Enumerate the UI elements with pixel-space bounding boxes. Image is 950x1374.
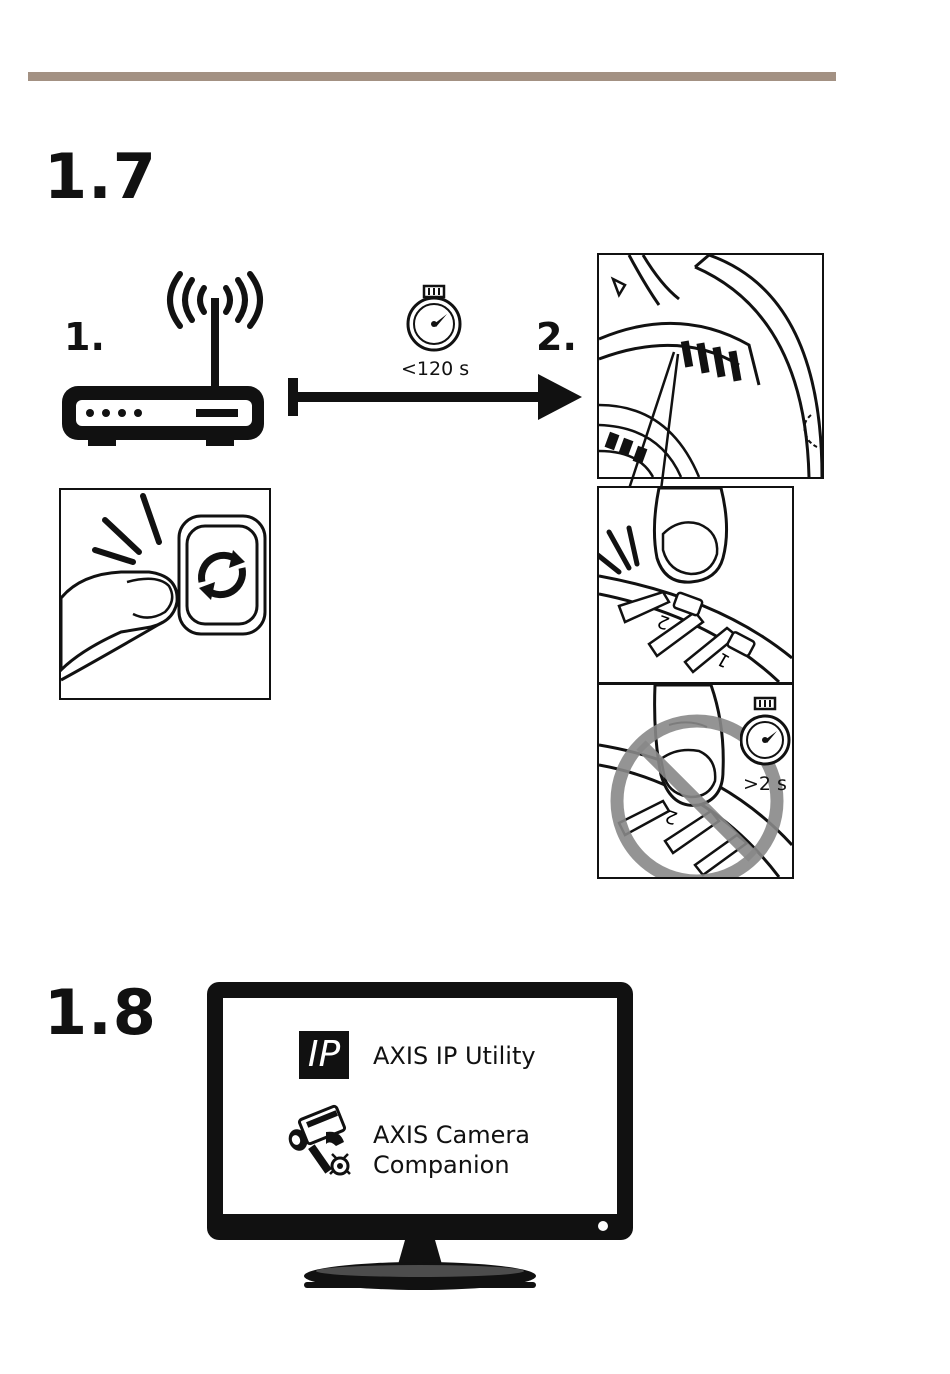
stopwatch-icon [403,284,465,354]
top-divider [28,72,836,81]
camera-companion-icon[interactable] [282,1104,356,1180]
stopwatch-small-icon [740,696,792,766]
step-number-2: 2. [536,318,577,356]
camera-button-press-panel: 2 1 [597,486,794,684]
camera-companion-label-line2[interactable]: Companion [373,1150,510,1180]
section-number-1-7: 1.7 [44,146,157,208]
wps-button-panel [59,488,271,700]
section-number-1-8: 1.8 [44,982,157,1044]
ip-utility-label[interactable]: AXIS IP Utility [373,1041,536,1071]
zoom-beam [620,350,690,500]
finger-press-wps-illustration [61,490,269,698]
camera-companion-label-line1[interactable]: AXIS Camera [373,1120,530,1150]
router-icon [58,270,268,450]
hold-time-label: >2 s [743,775,787,794]
ip-utility-icon[interactable]: IP [299,1031,349,1079]
time-arrow [284,374,584,420]
finger-press-camera-button-illustration: 2 1 [599,488,792,682]
